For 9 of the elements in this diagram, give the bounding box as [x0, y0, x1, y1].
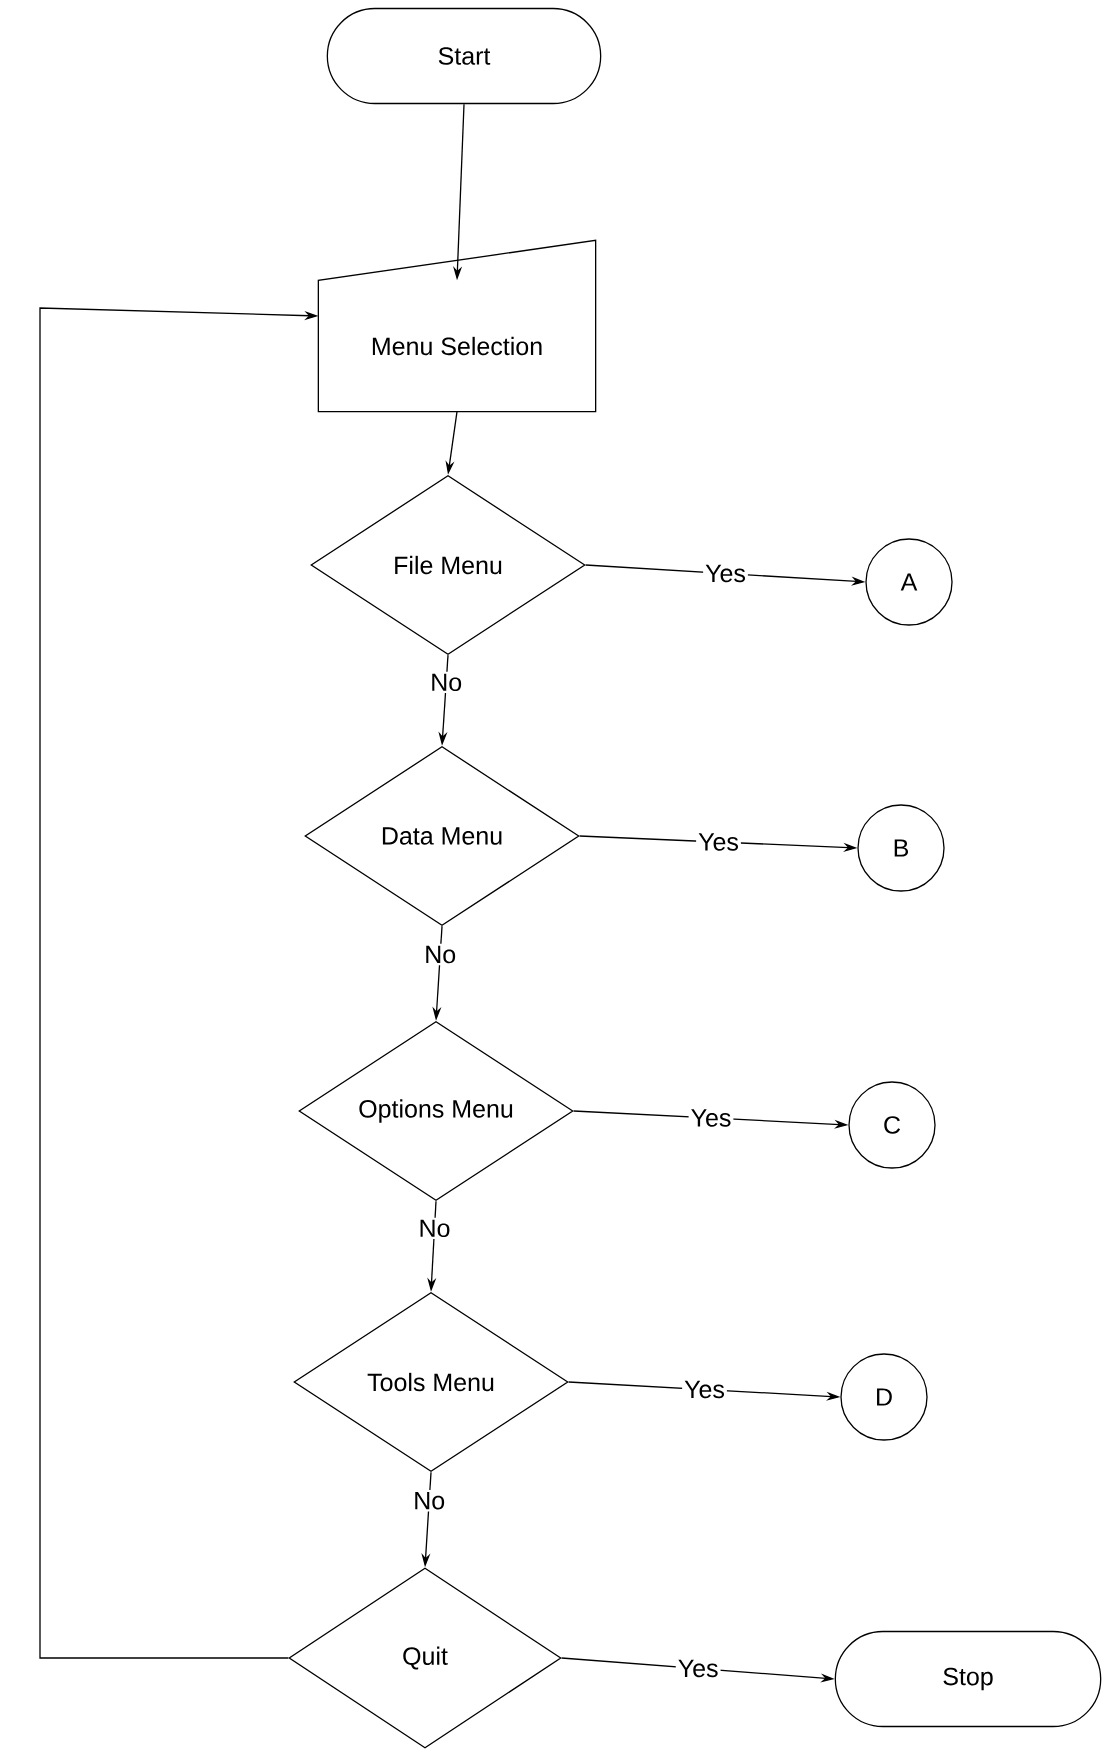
edge-label: Yes [703, 562, 748, 585]
edge-label: Yes [675, 1657, 721, 1680]
edge-label: Yes [696, 831, 741, 853]
edge-label: Yes [682, 1378, 727, 1401]
edge-label: No [422, 943, 459, 966]
edge-label: No [416, 1217, 453, 1240]
edge-label: Yes [688, 1107, 734, 1129]
edge-label: No [411, 1490, 448, 1512]
edge-label: No [428, 671, 465, 694]
